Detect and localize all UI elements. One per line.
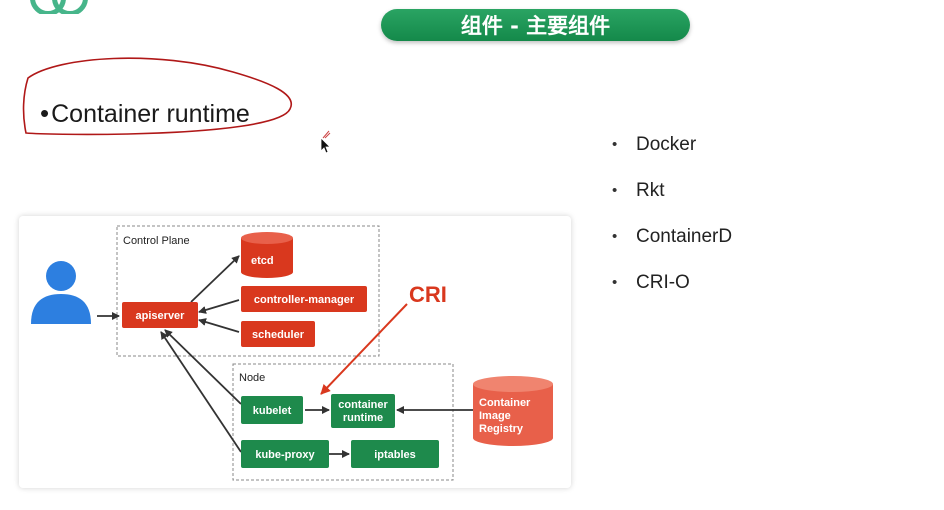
container-runtime-label-line2: runtime [343, 412, 383, 424]
top-title-strip [0, 0, 944, 14]
heading-annotation: •Container runtime [18, 54, 298, 140]
container-runtime-label-line1: container [338, 399, 388, 411]
scheduler-node: scheduler [241, 321, 315, 347]
etcd-node: etcd [241, 232, 293, 278]
scheduler-label: scheduler [252, 329, 305, 341]
architecture-diagram: Control Plane Node CRI etcd [19, 216, 571, 488]
node-region [232, 363, 454, 481]
user-icon [31, 261, 91, 324]
kubelet-node: kubelet [241, 396, 303, 424]
hand-drawn-circle [22, 57, 293, 136]
list-bullet: • [612, 136, 618, 153]
slide-heading: •Container runtime [40, 98, 250, 129]
heading-text: Container runtime [51, 100, 250, 128]
control-plane-region [116, 225, 380, 357]
iptables-node: iptables [351, 440, 439, 468]
controller-manager-node: controller-manager [241, 286, 367, 312]
kube-proxy-label: kube-proxy [255, 449, 315, 461]
registry-label-line1: Container [479, 397, 531, 409]
kubelet-label: kubelet [253, 405, 292, 417]
apiserver-label: apiserver [136, 310, 186, 322]
registry-label-line2: Image [479, 410, 511, 422]
list-bullet: • [612, 274, 618, 291]
runtime-rkt: Rkt [636, 180, 665, 201]
iptables-label: iptables [374, 449, 416, 461]
controller-to-apiserver-arrow [198, 299, 240, 314]
kube-proxy-to-apiserver-arrow [160, 331, 242, 453]
apiserver-node: apiserver [122, 302, 198, 328]
logo-icon-secondary [52, 0, 88, 14]
diagram-canvas: Control Plane Node CRI etcd [31, 225, 553, 481]
runtime-docker: Docker [636, 134, 697, 155]
apiserver-to-etcd-arrow [190, 255, 240, 303]
image-registry-node: Container Image Registry [473, 376, 553, 446]
list-item: • CRI-O [612, 270, 732, 316]
list-item: • ContainerD [612, 224, 732, 270]
runtime-list: • Docker • Rkt • ContainerD • CRI-O [612, 132, 732, 316]
runtime-containerd: ContainerD [636, 226, 733, 247]
kubelet-to-apiserver-arrow [164, 329, 242, 405]
control-plane-label: Control Plane [123, 235, 190, 247]
kube-proxy-node: kube-proxy [241, 440, 329, 468]
cri-label: CRI [409, 282, 447, 307]
scheduler-to-apiserver-arrow [198, 318, 240, 333]
cri-annotation-arrow [320, 303, 408, 395]
section-title: 组件 - 主要组件 [460, 14, 611, 38]
container-runtime-node: container runtime [331, 394, 395, 428]
section-title-pill: 组件 - 主要组件 [381, 9, 690, 41]
controller-manager-label: controller-manager [254, 294, 355, 306]
registry-label-line3: Registry [479, 423, 524, 435]
runtime-cri-o: CRI-O [636, 272, 690, 293]
mouse-cursor-icon [318, 130, 334, 159]
heading-bullet: • [40, 98, 50, 128]
node-label: Node [239, 372, 265, 384]
list-bullet: • [612, 228, 618, 245]
list-bullet: • [612, 182, 618, 199]
list-item: • Docker [612, 132, 732, 178]
etcd-label: etcd [251, 255, 274, 267]
list-item: • Rkt [612, 178, 732, 224]
